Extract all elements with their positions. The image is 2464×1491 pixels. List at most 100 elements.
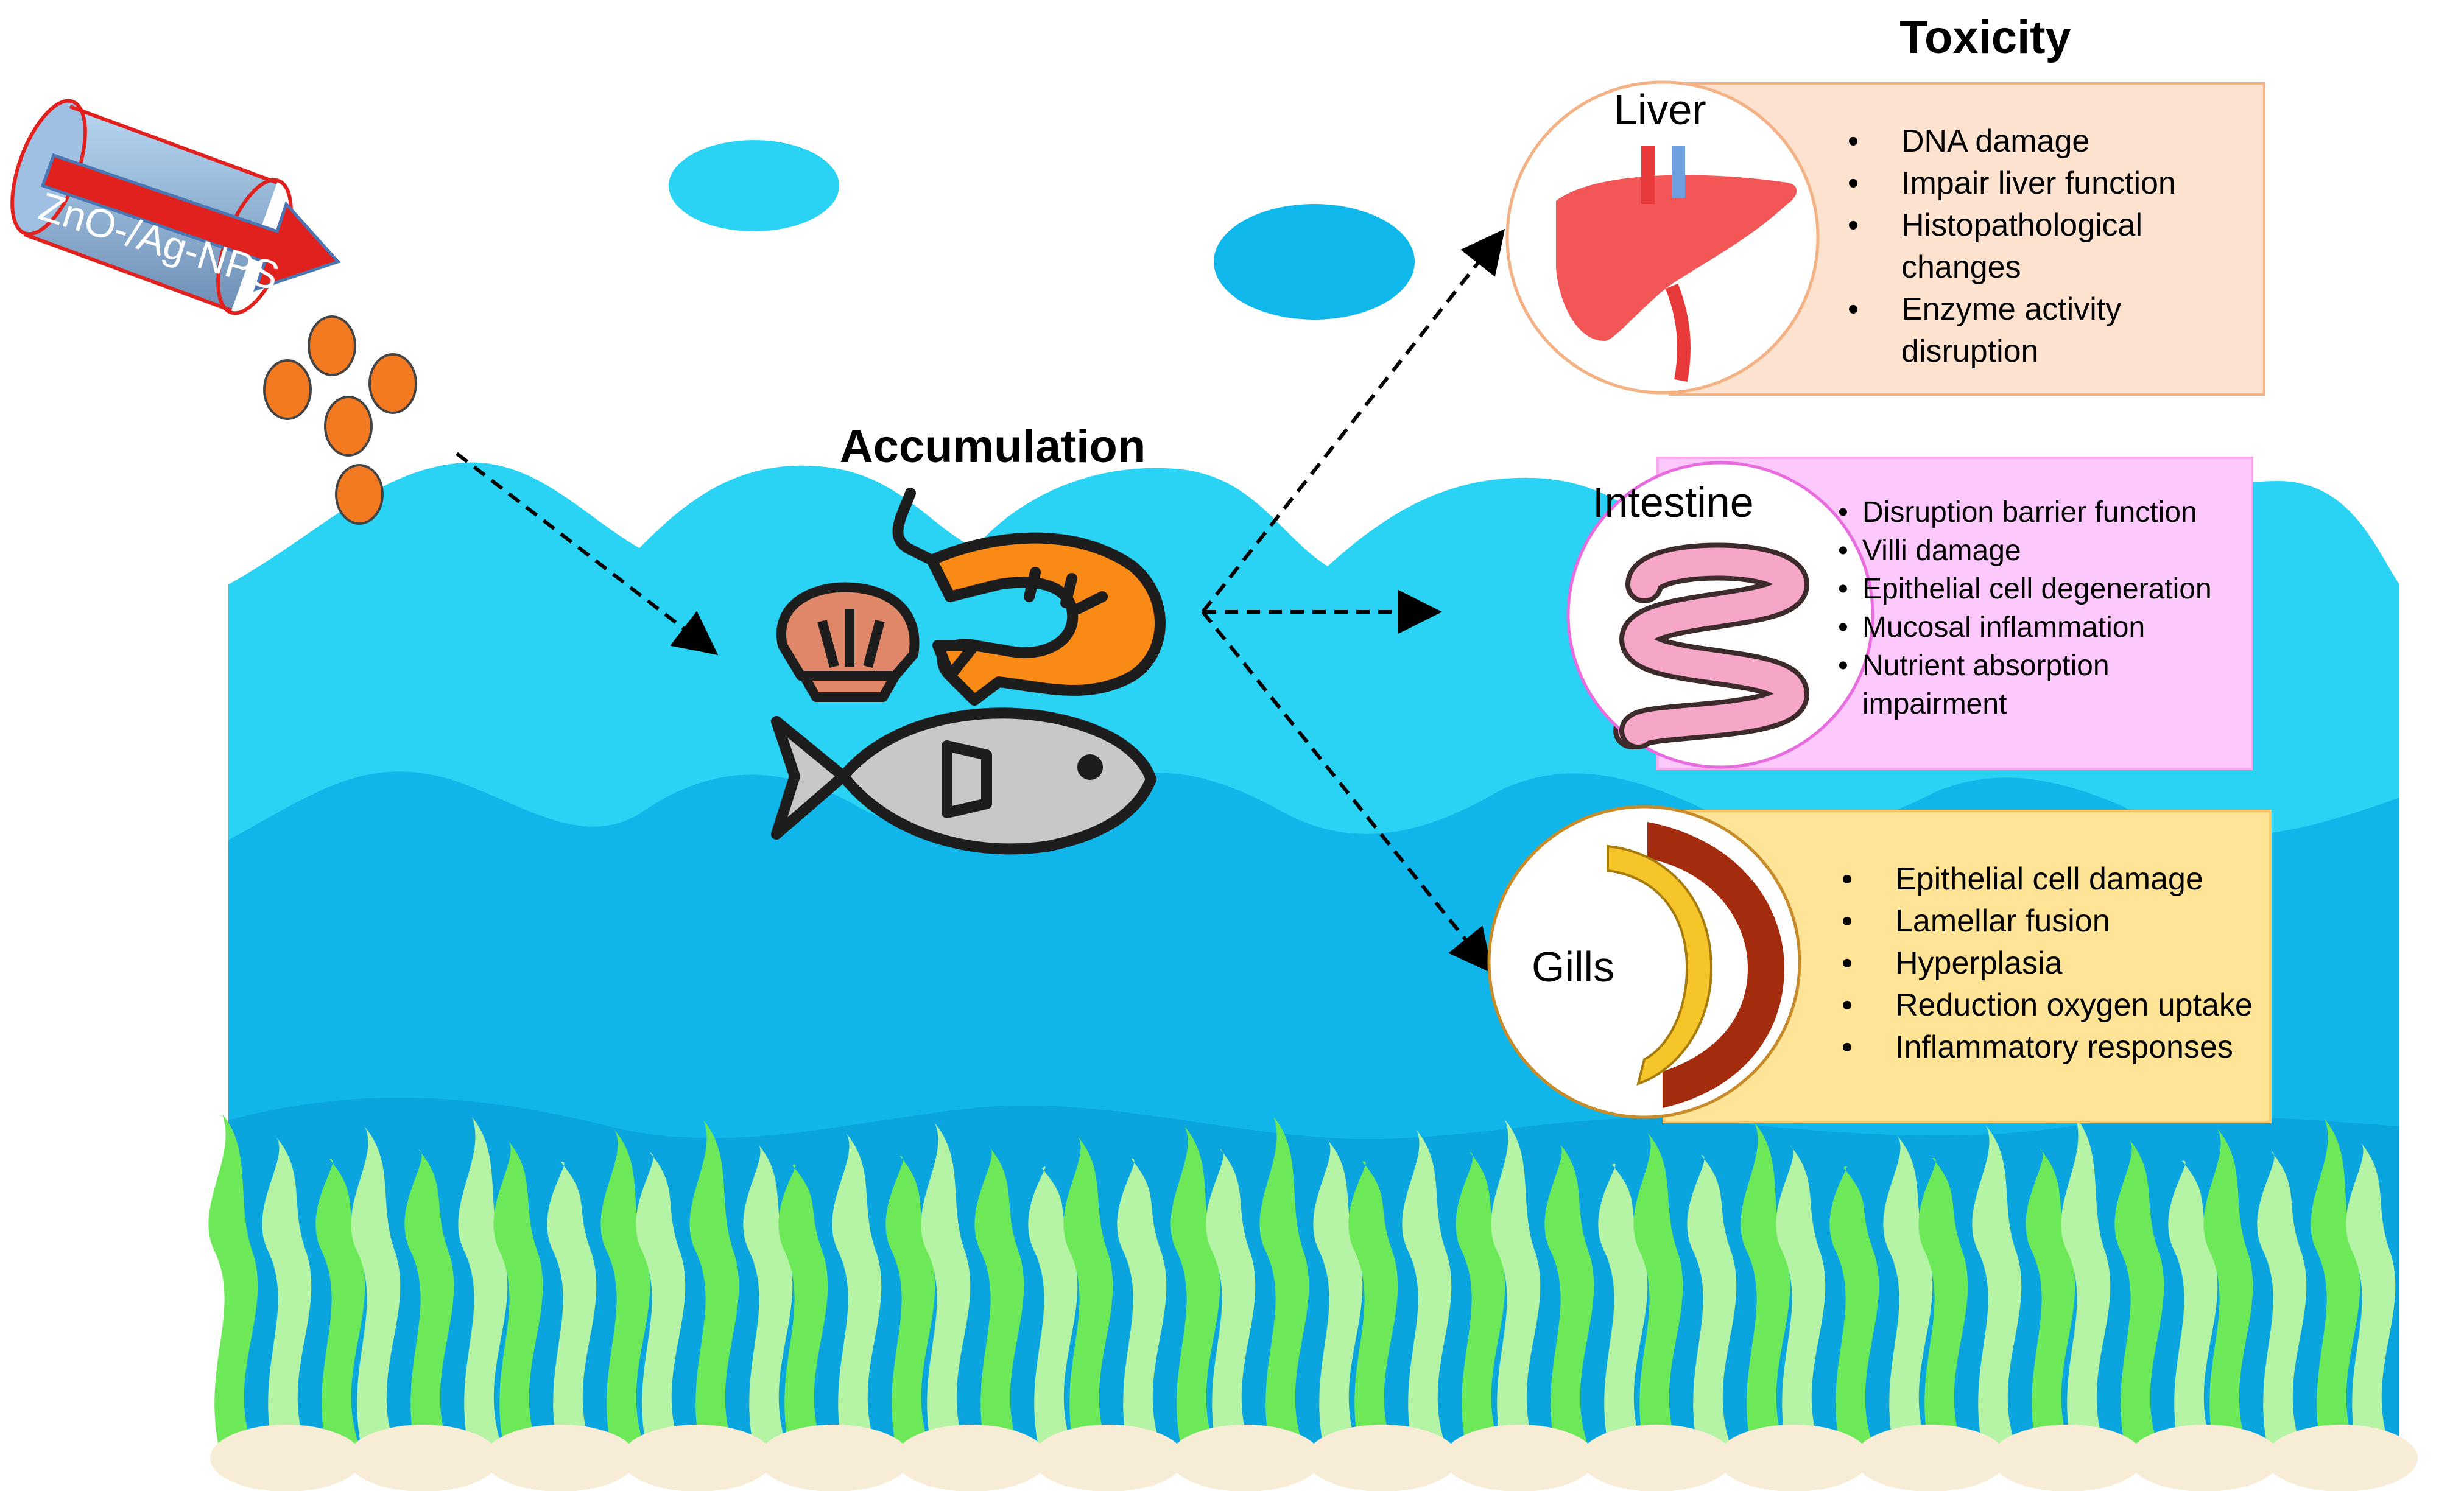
- sand-stone: [210, 1425, 362, 1491]
- seaweed: [208, 1114, 2396, 1449]
- effect-item: Hyperplasia: [1842, 942, 2285, 984]
- seaweed-blade: [636, 1152, 686, 1449]
- seaweed-blade: [778, 1164, 828, 1449]
- effect-item: Enzyme activity disruption: [1848, 289, 2267, 373]
- seaweed-blade: [1170, 1126, 1220, 1449]
- seaweed-blade: [689, 1120, 739, 1449]
- seaweed-blade: [2114, 1138, 2164, 1449]
- intestine-effects-list: Disruption barrier function Villi damage…: [1838, 493, 2252, 723]
- effect-item: Reduction oxygen uptake: [1842, 984, 2285, 1026]
- flow-arrows: [456, 228, 1505, 974]
- effect-item: Lamellar fusion: [1842, 900, 2285, 942]
- nanoparticle: [263, 359, 312, 420]
- sand-stone: [1169, 1425, 1322, 1491]
- effect-item: Histopathological changes: [1848, 205, 2267, 289]
- nanoparticle: [308, 315, 356, 376]
- water-blob: [669, 140, 839, 231]
- liver-label: Liver: [1614, 86, 1706, 133]
- seaweed-blade: [1348, 1161, 1398, 1449]
- seaweed-blade: [1829, 1166, 1879, 1449]
- seaweed-blade: [1741, 1123, 1790, 1449]
- seaweed-blade: [1918, 1157, 1968, 1449]
- seaweed-blade: [974, 1146, 1024, 1449]
- sand-bed: [210, 1425, 2418, 1491]
- seaweed-blade: [1687, 1155, 1737, 1449]
- gill-arch-dark: [1647, 822, 1784, 1108]
- seaweed-blade: [1883, 1135, 1933, 1449]
- liver-effects-list: DNA damage Impair liver function Histopa…: [1848, 121, 2267, 373]
- seaweed-blade: [921, 1123, 971, 1449]
- sand-stone: [484, 1425, 636, 1491]
- seaweed-blade: [2346, 1142, 2396, 1449]
- sand-stone: [347, 1425, 499, 1491]
- sand-stone: [1306, 1425, 1459, 1491]
- effect-item: Mucosal inflammation: [1838, 608, 2252, 647]
- effect-item: Impair liver function: [1848, 163, 2267, 205]
- seaweed-blade: [493, 1140, 543, 1449]
- sand-stone: [1717, 1425, 1870, 1491]
- seaweed-blade: [1544, 1142, 1594, 1449]
- seaweed-blade: [351, 1127, 401, 1449]
- effect-item: Villi damage: [1838, 531, 2252, 570]
- nanoparticle: [335, 464, 384, 525]
- nanoparticle: [324, 396, 373, 457]
- seaweed-blade: [2061, 1116, 2111, 1449]
- seaweed-blade: [1633, 1132, 1683, 1449]
- arrow-to-gills: [1201, 611, 1493, 974]
- sand-stone: [1991, 1425, 2144, 1491]
- seaweed-blade: [1063, 1136, 1113, 1449]
- seaweed-blade: [600, 1130, 650, 1449]
- water-blob: [1214, 204, 1415, 320]
- sand-stone: [1443, 1425, 1596, 1491]
- seaweed-blade: [743, 1143, 793, 1449]
- effect-item: DNA damage: [1848, 121, 2267, 163]
- seaweed-blade: [2257, 1151, 2307, 1449]
- sand-stone: [1854, 1425, 2007, 1491]
- nanoparticles: [263, 315, 417, 525]
- seaweed-blade: [262, 1137, 312, 1449]
- seaweed-blade: [2026, 1148, 2075, 1449]
- effect-item: Nutrient absorption impairment: [1838, 647, 2252, 723]
- seaweed-blade: [404, 1149, 454, 1449]
- arrow-particles-to-organisms: [456, 452, 719, 655]
- seaweed-blade: [2311, 1119, 2360, 1449]
- effect-item: Epithelial cell damage: [1842, 858, 2285, 900]
- seaweed-blade: [1491, 1120, 1541, 1449]
- sand-stone: [2265, 1425, 2418, 1491]
- nanoparticle: [368, 353, 417, 414]
- seaweed-blade: [547, 1162, 597, 1449]
- sand-stone: [621, 1425, 773, 1491]
- sand-stone: [895, 1425, 1047, 1491]
- effect-item: Epithelial cell degeneration: [1838, 570, 2252, 608]
- gills-effects-list: Epithelial cell damage Lamellar fusion H…: [1842, 858, 2285, 1068]
- seaweed-blade: [1117, 1158, 1167, 1449]
- seaweed-blade: [458, 1117, 508, 1449]
- seaweed-blade: [208, 1114, 258, 1449]
- sand-stone: [2128, 1425, 2281, 1491]
- effect-item: Inflammatory responses: [1842, 1026, 2285, 1068]
- clam-shell-icon: [776, 582, 920, 702]
- fish-icon: [771, 707, 1156, 855]
- nanoparticle-tube-icon: [10, 99, 341, 315]
- shrimp-icon: [892, 488, 1166, 706]
- gill-filaments-yellow: [1607, 844, 1713, 1086]
- sand-stone: [758, 1425, 910, 1491]
- arrow-to-liver: [1201, 228, 1505, 613]
- sand-stone: [1580, 1425, 1733, 1491]
- toxicity-title: Toxicity: [1899, 12, 2071, 63]
- seaweed-blade: [832, 1133, 882, 1449]
- intestine-label: Intestine: [1593, 479, 1754, 526]
- nps-arrow-shape: [40, 153, 341, 292]
- seaweed-blade: [1206, 1149, 1256, 1449]
- seaweed-blade: [1313, 1139, 1363, 1449]
- seaweed-blade: [1402, 1129, 1452, 1449]
- seaweed-blade: [1259, 1117, 1309, 1449]
- seaweed-blade: [1972, 1126, 2022, 1449]
- seaweed-blade: [1776, 1145, 1826, 1449]
- sand-stone: [1032, 1425, 1184, 1491]
- effect-item: Disruption barrier function: [1838, 493, 2252, 531]
- liver-icon: [1556, 175, 1797, 341]
- accumulation-label: Accumulation: [839, 421, 1146, 472]
- seaweed-blade: [2203, 1129, 2253, 1449]
